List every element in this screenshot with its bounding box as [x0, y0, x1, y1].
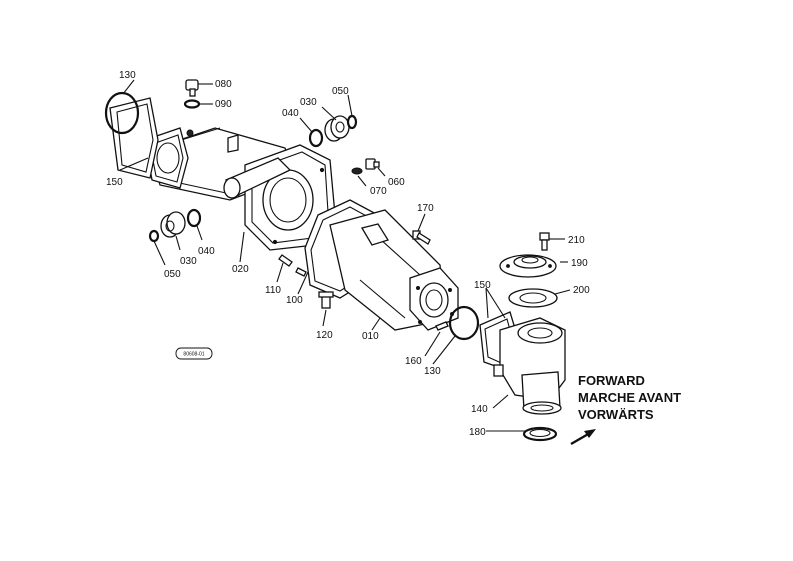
plug-060 — [365, 158, 380, 170]
direction-label-de: VORWÄRTS — [578, 407, 654, 422]
label-150-left: 150 — [106, 177, 123, 188]
label-100: 100 — [286, 295, 303, 306]
direction-label-fr: MARCHE AVANT — [578, 390, 681, 405]
label-160: 160 — [405, 356, 422, 367]
label-050-top: 050 — [332, 86, 349, 97]
label-070: 070 — [370, 186, 387, 197]
label-060: 060 — [388, 177, 405, 188]
label-210: 210 — [568, 235, 585, 246]
label-030-top: 030 — [300, 97, 317, 108]
label-080: 080 — [215, 79, 232, 90]
gasket-200 — [508, 288, 558, 308]
bolt-210 — [539, 232, 550, 251]
direction-label-en: FORWARD — [578, 373, 645, 388]
label-030-low: 030 — [180, 256, 197, 267]
label-110: 110 — [265, 285, 281, 296]
axle-housing-020 — [144, 127, 336, 277]
label-200: 200 — [573, 285, 590, 296]
washer-090 — [183, 99, 201, 109]
label-050-low: 050 — [164, 269, 181, 280]
label-130-low: 130 — [424, 366, 441, 377]
gasket-150-left — [109, 97, 159, 179]
seal-070 — [351, 167, 363, 175]
direction-legend: FORWARD MARCHE AVANT VORWÄRTS — [570, 373, 681, 446]
o-ring-130-left — [104, 91, 140, 135]
o-ring-130-low — [448, 305, 480, 341]
label-150-right: 150 — [474, 280, 491, 291]
label-040-low: 040 — [198, 246, 215, 257]
seal-040-top — [308, 128, 324, 148]
bolt-170 — [412, 230, 431, 245]
label-190: 190 — [571, 258, 588, 269]
gear-case-010 — [304, 199, 459, 331]
kingpin-case-140 — [493, 317, 566, 415]
label-090: 090 — [215, 99, 232, 110]
snap-ring-050-low — [148, 229, 160, 243]
label-180: 180 — [469, 427, 486, 438]
label-040-top: 040 — [282, 108, 299, 119]
part-labels: 130 080 090 050 030 040 150 070 060 170 … — [106, 70, 590, 438]
snap-ring-050-top — [346, 114, 358, 130]
label-140: 140 — [471, 404, 488, 415]
label-170: 170 — [417, 203, 434, 214]
arrow-forward-icon — [570, 429, 596, 446]
seal-040-low — [186, 208, 202, 228]
seal-ring-180 — [522, 426, 558, 442]
bearing-030-low — [160, 211, 186, 238]
bearing-030-top — [324, 115, 350, 142]
leader-lines — [119, 79, 571, 432]
label-010: 010 — [362, 331, 379, 342]
drain-plug-080 — [185, 79, 199, 97]
label-020: 020 — [232, 264, 249, 275]
reference-code: 80608-01 — [183, 352, 204, 358]
label-130-top: 130 — [119, 70, 136, 81]
label-120: 120 — [316, 330, 333, 341]
reference-badge: 80608-01 — [175, 347, 213, 360]
cover-190 — [499, 254, 557, 278]
